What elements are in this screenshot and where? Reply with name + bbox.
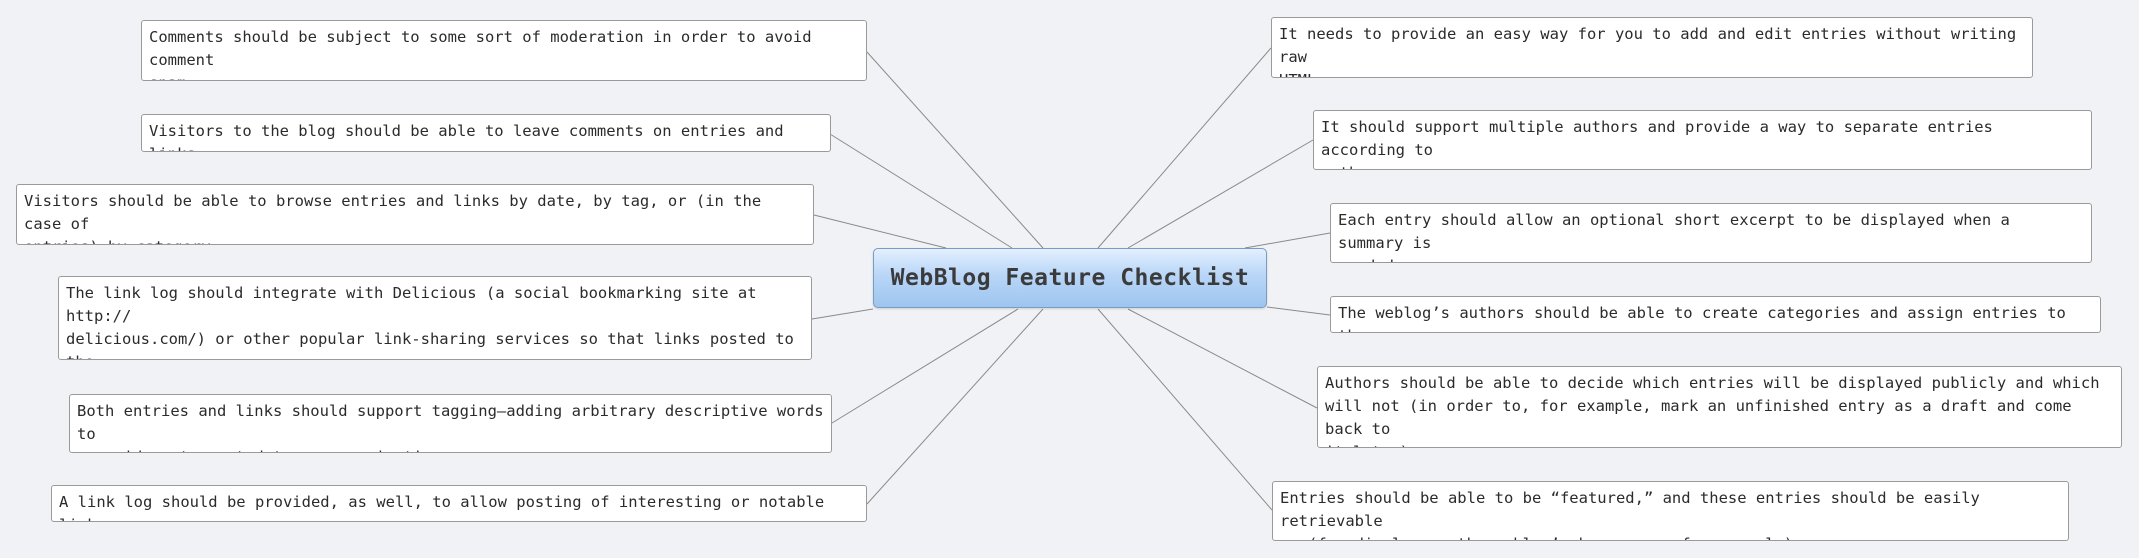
subtopic-categories[interactable]: The weblog’s authors should be able to c… <box>1330 296 2101 333</box>
subtopic-link-log[interactable]: A link log should be provided, as well, … <box>51 485 867 522</box>
subtopic-entry-editing[interactable]: It needs to provide an easy way for you … <box>1271 17 2033 78</box>
connector-right-6 <box>1097 308 1273 511</box>
subtopic-visitor-comments[interactable]: Visitors to the blog should be able to l… <box>141 114 831 152</box>
subtopic-featured-entries[interactable]: Entries should be able to be “featured,”… <box>1272 481 2069 541</box>
subtopic-multiple-authors[interactable]: It should support multiple authors and p… <box>1313 110 2092 170</box>
subtopic-publish-visibility[interactable]: Authors should be able to decide which e… <box>1317 366 2122 448</box>
central-topic[interactable]: WebBlog Feature Checklist <box>873 248 1267 308</box>
connector-left-6 <box>866 308 1044 505</box>
connector-left-4 <box>811 308 874 320</box>
subtopic-browse-entries[interactable]: Visitors should be able to browse entrie… <box>16 184 814 245</box>
connector-left-1 <box>866 51 1044 249</box>
connector-left-5 <box>831 308 1019 424</box>
subtopic-tagging[interactable]: Both entries and links should support ta… <box>69 394 832 453</box>
connector-left-2 <box>829 133 1013 249</box>
connector-right-5 <box>1127 308 1318 409</box>
subtopic-entry-excerpt[interactable]: Each entry should allow an optional shor… <box>1330 203 2092 263</box>
connector-right-3 <box>1244 232 1331 249</box>
connector-left-3 <box>813 214 947 249</box>
subtopic-comment-moderation[interactable]: Comments should be subject to some sort … <box>141 20 867 81</box>
connector-right-1 <box>1097 47 1272 249</box>
connector-right-2 <box>1127 139 1314 249</box>
connector-right-4 <box>1266 306 1331 316</box>
subtopic-delicious-integration[interactable]: The link log should integrate with Delic… <box>58 276 812 360</box>
